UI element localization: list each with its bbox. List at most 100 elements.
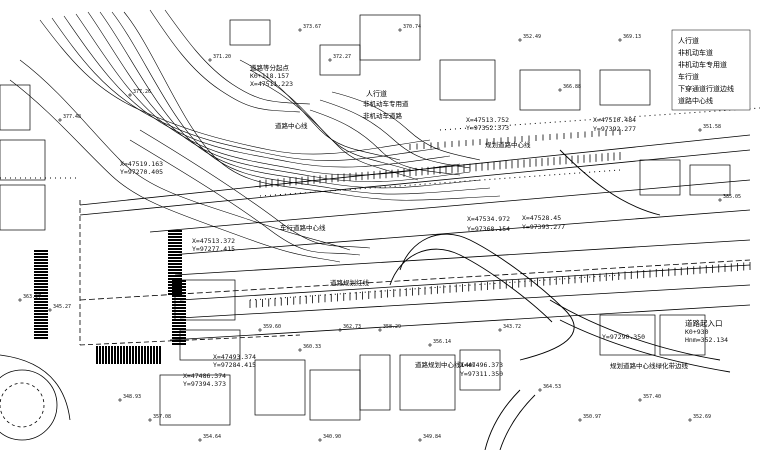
zebra-stripe (129, 346, 131, 364)
elevation-value: 352.69 (693, 414, 711, 420)
coord-y-9: Y=97311.350 (460, 370, 503, 378)
elevation-value: 377.26 (133, 89, 151, 95)
zebra-stripe (172, 292, 186, 294)
zebra-stripe (168, 251, 182, 253)
zebra-stripe (34, 319, 48, 321)
zebra-stripe (172, 343, 186, 345)
elevation-value: 362.73 (343, 324, 361, 330)
zebra-stripe (138, 346, 140, 364)
zebra-stripe (172, 289, 186, 291)
zebra-stripe (168, 233, 182, 235)
coord-x-6: X=47528.45 (522, 214, 561, 222)
legend-item-bike-only: 非机动车专用道 (678, 60, 727, 69)
start-point-label: 道路等分起点 (250, 63, 290, 72)
red-line-label: 道路规划红线 (330, 278, 370, 287)
elevation-value: 340.90 (323, 434, 341, 440)
elevation-value: 356.14 (433, 339, 451, 345)
zebra-stripe (172, 316, 186, 318)
coord-x-2: X=47510.484 (593, 116, 636, 124)
elevation-value: 350.97 (583, 414, 601, 420)
legend-item-centerline: 道路中心线 (678, 96, 713, 105)
building-outlines (0, 14, 731, 426)
zebra-stripe (34, 310, 48, 312)
zebra-stripe (168, 245, 182, 247)
zebra-stripe (34, 334, 48, 336)
zebra-stripe (172, 337, 186, 339)
elevation-value: 359.60 (263, 324, 281, 330)
zebra-stripe (144, 346, 146, 364)
zebra-stripe (34, 280, 48, 282)
south-label: 道路规划中心线14m (415, 360, 475, 369)
zebra-stripe (34, 253, 48, 255)
zebra-stripe (172, 313, 186, 315)
se-elev: Hnm=352.134 (685, 336, 728, 344)
zebra-stripe (34, 325, 48, 327)
start-station: K0+118.157 (250, 72, 289, 80)
zebra-stripe (34, 286, 48, 288)
zebra-stripe (34, 331, 48, 333)
elevation-value: 349.84 (423, 434, 441, 440)
zebra-stripe (34, 262, 48, 264)
zebra-stripe (34, 259, 48, 261)
tunnel-label: 人行道 (366, 89, 387, 98)
zebra-stripe (34, 256, 48, 258)
zebra-stripe (135, 346, 137, 364)
zebra-stripe (172, 286, 186, 288)
zebra-stripe (34, 289, 48, 291)
elevation-value: 371.20 (213, 54, 231, 60)
zebra-stripe (168, 260, 182, 262)
start-x: X=47511.223 (250, 80, 293, 88)
zebra-stripe (34, 301, 48, 303)
legend-item-bike-lane: 非机动车道 (678, 48, 713, 57)
zebra-stripe (172, 331, 186, 333)
zebra-stripe (34, 292, 48, 294)
coord-y-2: Y=97392.277 (593, 125, 636, 133)
zebra-stripe (168, 275, 182, 277)
elevation-value: 351.58 (703, 124, 721, 130)
elevation-value: 373.67 (303, 24, 321, 30)
coord-y-1: Y=97352.373 (466, 124, 509, 132)
coord-y-3: Y=97270.405 (120, 168, 163, 176)
roundabout (0, 354, 71, 441)
zebra-stripe (34, 250, 48, 252)
elevation-value: 358.29 (383, 324, 401, 330)
se-title: 道路起入口 (685, 318, 723, 328)
elevation-value: 377.48 (63, 114, 81, 120)
legend-item-underpass-edge: 下穿通道行道边线 (678, 84, 734, 93)
coord-y-6: Y=97393.277 (522, 223, 565, 231)
zebra-stripe (114, 346, 116, 364)
zebra-stripe (168, 272, 182, 274)
zebra-stripe (156, 346, 158, 364)
zebra-stripe (99, 346, 101, 364)
elevation-value: 352.49 (523, 34, 541, 40)
bottom-right-label: 规划道路中心线绿化带边线 (610, 361, 689, 370)
zebra-stripe (172, 322, 186, 324)
elevation-value: 360.33 (303, 344, 321, 350)
zebra-stripe (120, 346, 122, 364)
zebra-stripe (168, 230, 182, 232)
road-edges (79, 134, 751, 346)
zebra-stripe (168, 242, 182, 244)
legend-item-carriageway: 车行道 (678, 72, 699, 81)
zebra-stripe (168, 278, 182, 280)
zebra-stripe (34, 298, 48, 300)
zebra-stripe (34, 304, 48, 306)
zebra-stripe (147, 346, 149, 364)
slope-hatch (249, 129, 751, 308)
zebra-stripe (34, 283, 48, 285)
zebra-stripe (34, 274, 48, 276)
zebra-stripe (34, 268, 48, 270)
elevation-value: 357.08 (153, 414, 171, 420)
zebra-stripe (126, 346, 128, 364)
zebra-stripe (168, 263, 182, 265)
zebra-stripe (150, 346, 152, 364)
coord-x-1: X=47513.752 (466, 116, 509, 124)
zebra-stripe (168, 239, 182, 241)
elevation-value: 363.97 (23, 294, 41, 300)
zebra-stripe (108, 346, 110, 364)
zebra-stripe (34, 313, 48, 315)
elevation-value: 354.64 (203, 434, 221, 440)
elevation-value: 366.88 (563, 84, 581, 90)
zebra-stripe (172, 295, 186, 297)
road-label-3: 车行道路中心线 (280, 223, 326, 232)
